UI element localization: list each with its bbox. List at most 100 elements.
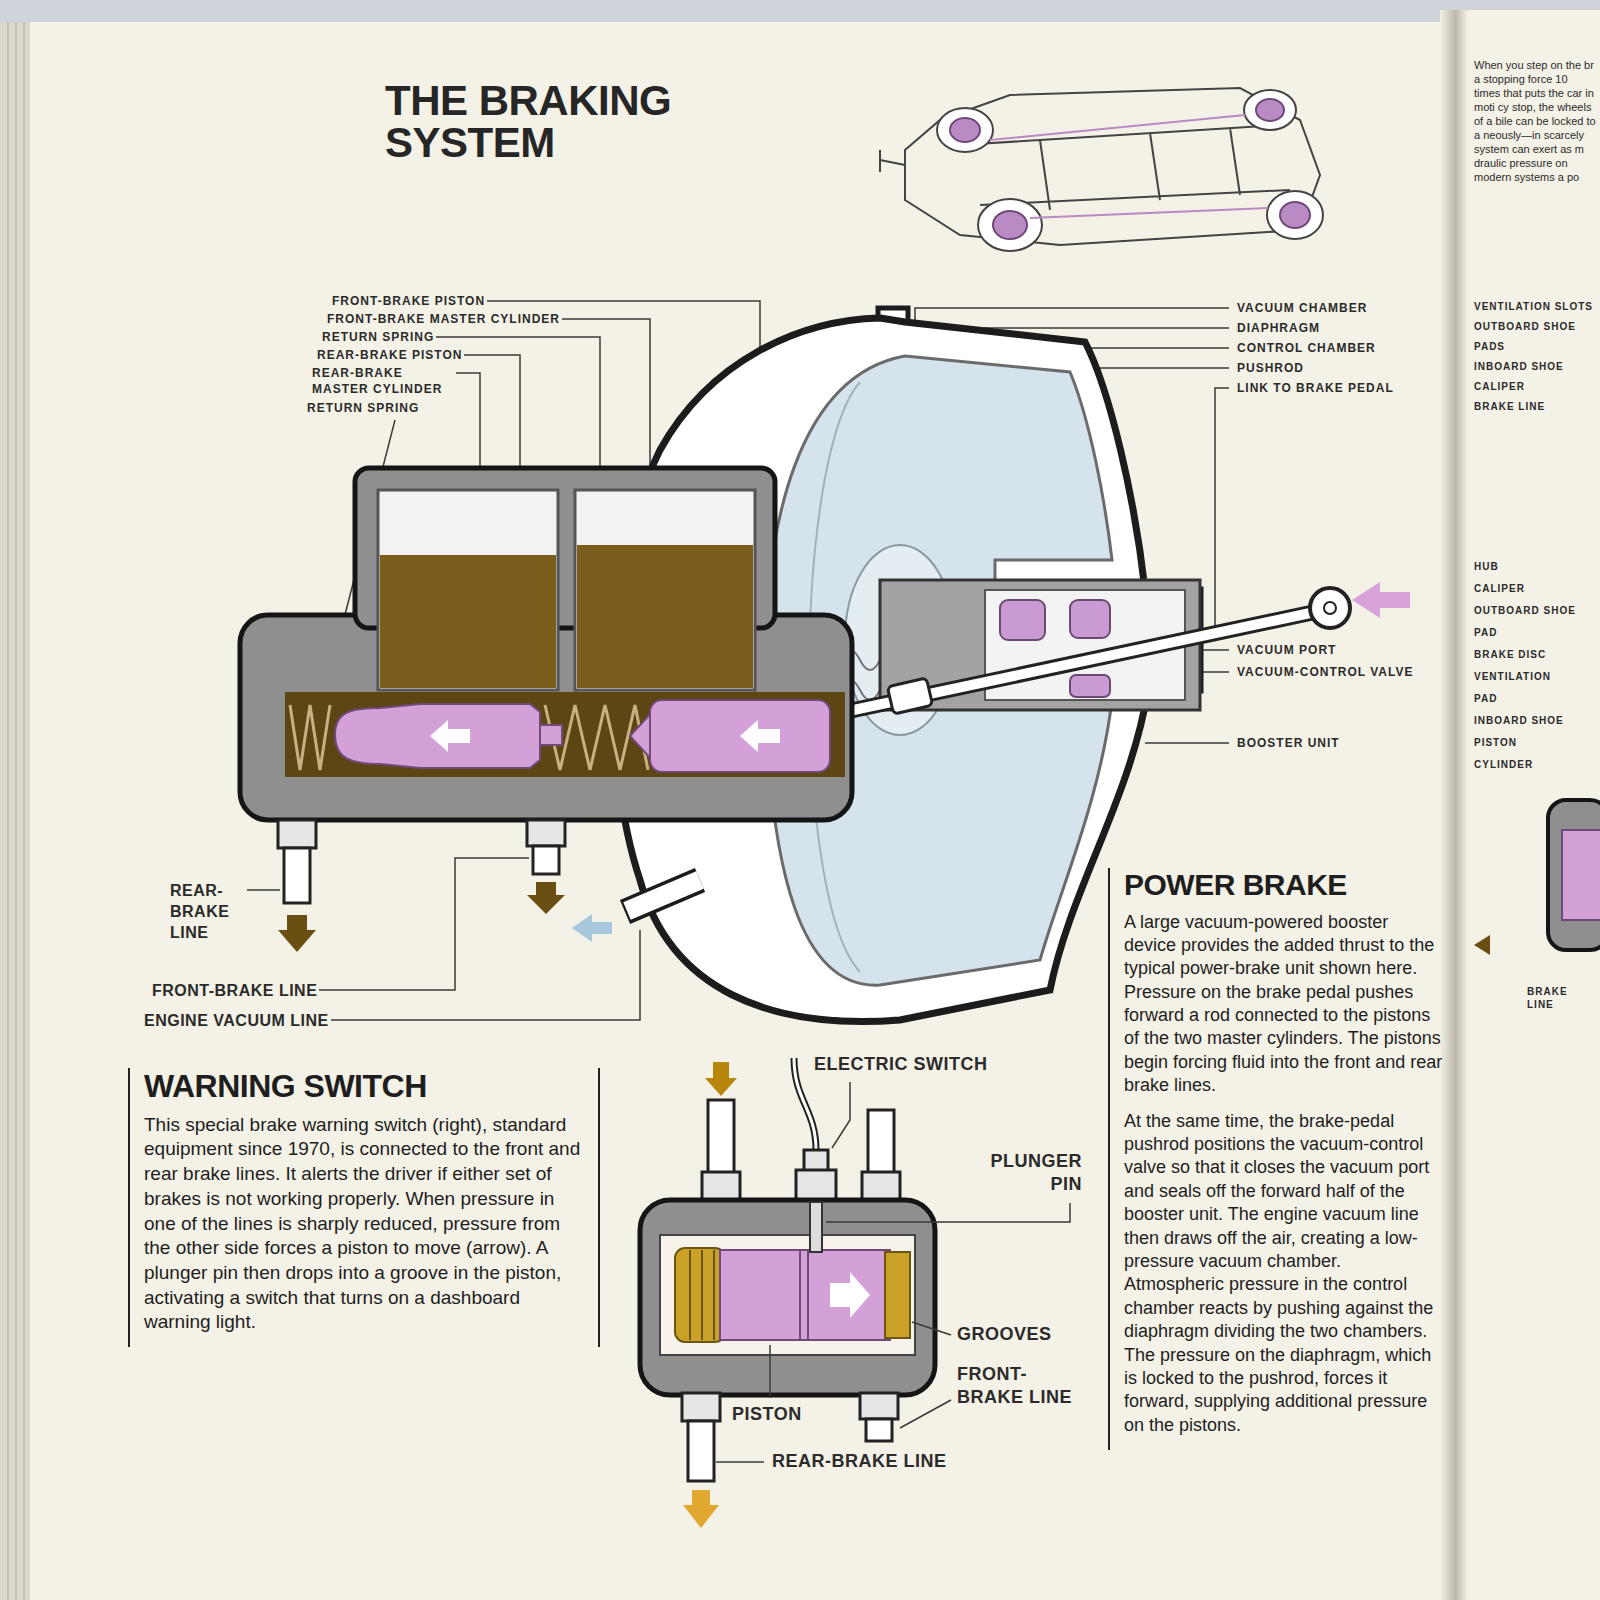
- leader-line: [912, 1322, 951, 1335]
- leader-line: [1215, 388, 1229, 630]
- car-chassis-drawing: [937, 108, 993, 152]
- leader-line: [1145, 742, 1229, 744]
- part-label: FRONT-BRAKE MASTER CYLINDER: [325, 311, 562, 327]
- page-text-fragment: When you step on the br a stopping force…: [1472, 58, 1598, 184]
- part-label: FRONT-BRAKE LINE: [955, 1363, 1084, 1409]
- part-label: PUSHROD: [1235, 360, 1306, 376]
- master-cylinder: [430, 720, 470, 752]
- warning-switch-drawing: [708, 1100, 734, 1176]
- book-pages: [30, 22, 1455, 1600]
- master-cylinder: [290, 705, 330, 770]
- leader-line: [716, 1461, 764, 1463]
- part-label: PADS: [1472, 340, 1507, 353]
- warning-switch-drawing: [868, 1110, 894, 1176]
- part-label: RETURN SPRING: [320, 329, 436, 345]
- part-label: REAR-BRAKE LINE: [770, 1450, 949, 1473]
- vacuum-line-pipe: [627, 880, 700, 911]
- leader-line: [900, 1400, 951, 1428]
- part-label: PAD: [1472, 692, 1499, 705]
- part-label: CALIPER: [1472, 380, 1527, 393]
- leader-line: [826, 1203, 1070, 1222]
- warning-switch-drawing: [683, 1490, 719, 1528]
- part-label: OUTBOARD SHOE: [1472, 604, 1578, 617]
- part-label: PAD: [1472, 626, 1499, 639]
- car-chassis-drawing: [993, 211, 1027, 239]
- warning-switch-drawing: [866, 1419, 892, 1441]
- pushrod: [887, 678, 932, 714]
- warning-switch-drawing: [720, 1250, 890, 1340]
- part-label: CALIPER: [1472, 582, 1527, 595]
- book-pages: [0, 22, 32, 1600]
- panel-heading: WARNING SWITCH: [144, 1068, 584, 1105]
- vacuum-control-valve: [1070, 675, 1110, 697]
- book-pages: [15, 22, 17, 1600]
- master-cylinder: [278, 915, 316, 952]
- master-cylinder: [278, 820, 316, 848]
- disc-caliper-drawing: [1474, 935, 1490, 955]
- part-label: BOOSTER UNIT: [1235, 735, 1342, 751]
- car-chassis-drawing: [950, 118, 980, 142]
- pushrod: [830, 582, 1410, 715]
- car-chassis-drawing: [1280, 202, 1310, 228]
- vacuum-line-pipe: [625, 880, 700, 912]
- pushrod: [1310, 588, 1350, 628]
- warning-switch-drawing: [810, 1202, 822, 1252]
- warning-switch-drawing: [690, 1250, 714, 1340]
- book-pages: [1440, 10, 1468, 1600]
- book-pages: [23, 22, 25, 1600]
- master-cylinder: [650, 700, 830, 772]
- warning-switch-drawing: [660, 1235, 915, 1355]
- part-label: GROOVES: [955, 1323, 1054, 1346]
- master-cylinder: [575, 490, 755, 690]
- panel-body: A large vacuum-powered booster device pr…: [1124, 911, 1443, 1098]
- master-cylinder: [284, 848, 310, 903]
- part-label: FRONT-BRAKE LINE: [150, 980, 319, 1001]
- part-label: HUB: [1472, 560, 1501, 573]
- part-label: PISTON: [1472, 736, 1519, 749]
- vacuum-control-valve: [1000, 600, 1045, 640]
- car-chassis-drawing: [1267, 191, 1323, 239]
- warning-switch-drawing: [682, 1393, 720, 1421]
- part-label: DIAPHRAGM: [1235, 320, 1322, 336]
- master-cylinder: [285, 692, 845, 777]
- part-label: CYLINDER: [1472, 758, 1535, 771]
- part-label: REAR-BRAKE MASTER CYLINDER: [310, 365, 456, 397]
- part-label: VENTILATION SLOTS: [1472, 300, 1595, 313]
- vacuum-control-valve: [1070, 600, 1110, 638]
- part-label: INBOARD SHOE: [1472, 714, 1566, 727]
- warning-switch-drawing: [640, 1200, 935, 1395]
- part-label: VENTILATION: [1472, 670, 1553, 683]
- warning-switch-drawing: [675, 1248, 725, 1342]
- master-cylinder: [740, 720, 780, 752]
- warning-switch-drawing: [860, 1393, 898, 1419]
- car-chassis-drawing: [1244, 90, 1296, 130]
- warning-switch-drawing: [830, 1272, 870, 1318]
- master-cylinder: [240, 468, 852, 952]
- leader-line: [769, 1345, 771, 1398]
- warning-switch-drawing: [800, 1250, 808, 1340]
- page-title: THE BRAKING SYSTEM: [385, 80, 715, 164]
- part-label: CONTROL CHAMBER: [1235, 340, 1378, 356]
- master-cylinder: [540, 725, 562, 745]
- car-chassis-drawing: [880, 88, 1323, 251]
- panel-heading: POWER BRAKE: [1124, 868, 1443, 903]
- pushrod: [1324, 602, 1336, 614]
- car-chassis-drawing: [1256, 99, 1284, 121]
- panel-body: At the same time, the brake-pedal pushro…: [1124, 1110, 1443, 1437]
- master-cylinder: [577, 545, 753, 688]
- part-label: LINK TO BRAKE PEDAL: [1235, 380, 1396, 396]
- master-cylinder: [378, 490, 558, 690]
- car-chassis-drawing: [990, 115, 1268, 218]
- vacuum-line-pipe: [572, 914, 612, 942]
- master-cylinder: [380, 555, 556, 688]
- part-label: VACUUM-CONTROL VALVE: [1235, 664, 1415, 680]
- pushrod: [1352, 582, 1410, 618]
- warning-switch-drawing: [705, 1062, 737, 1096]
- warning-switch-drawing: [796, 1170, 836, 1202]
- part-label: ELECTRIC SWITCH: [812, 1053, 990, 1076]
- leader-line: [160, 930, 640, 1020]
- part-label: OUTBOARD SHOE: [1472, 320, 1578, 333]
